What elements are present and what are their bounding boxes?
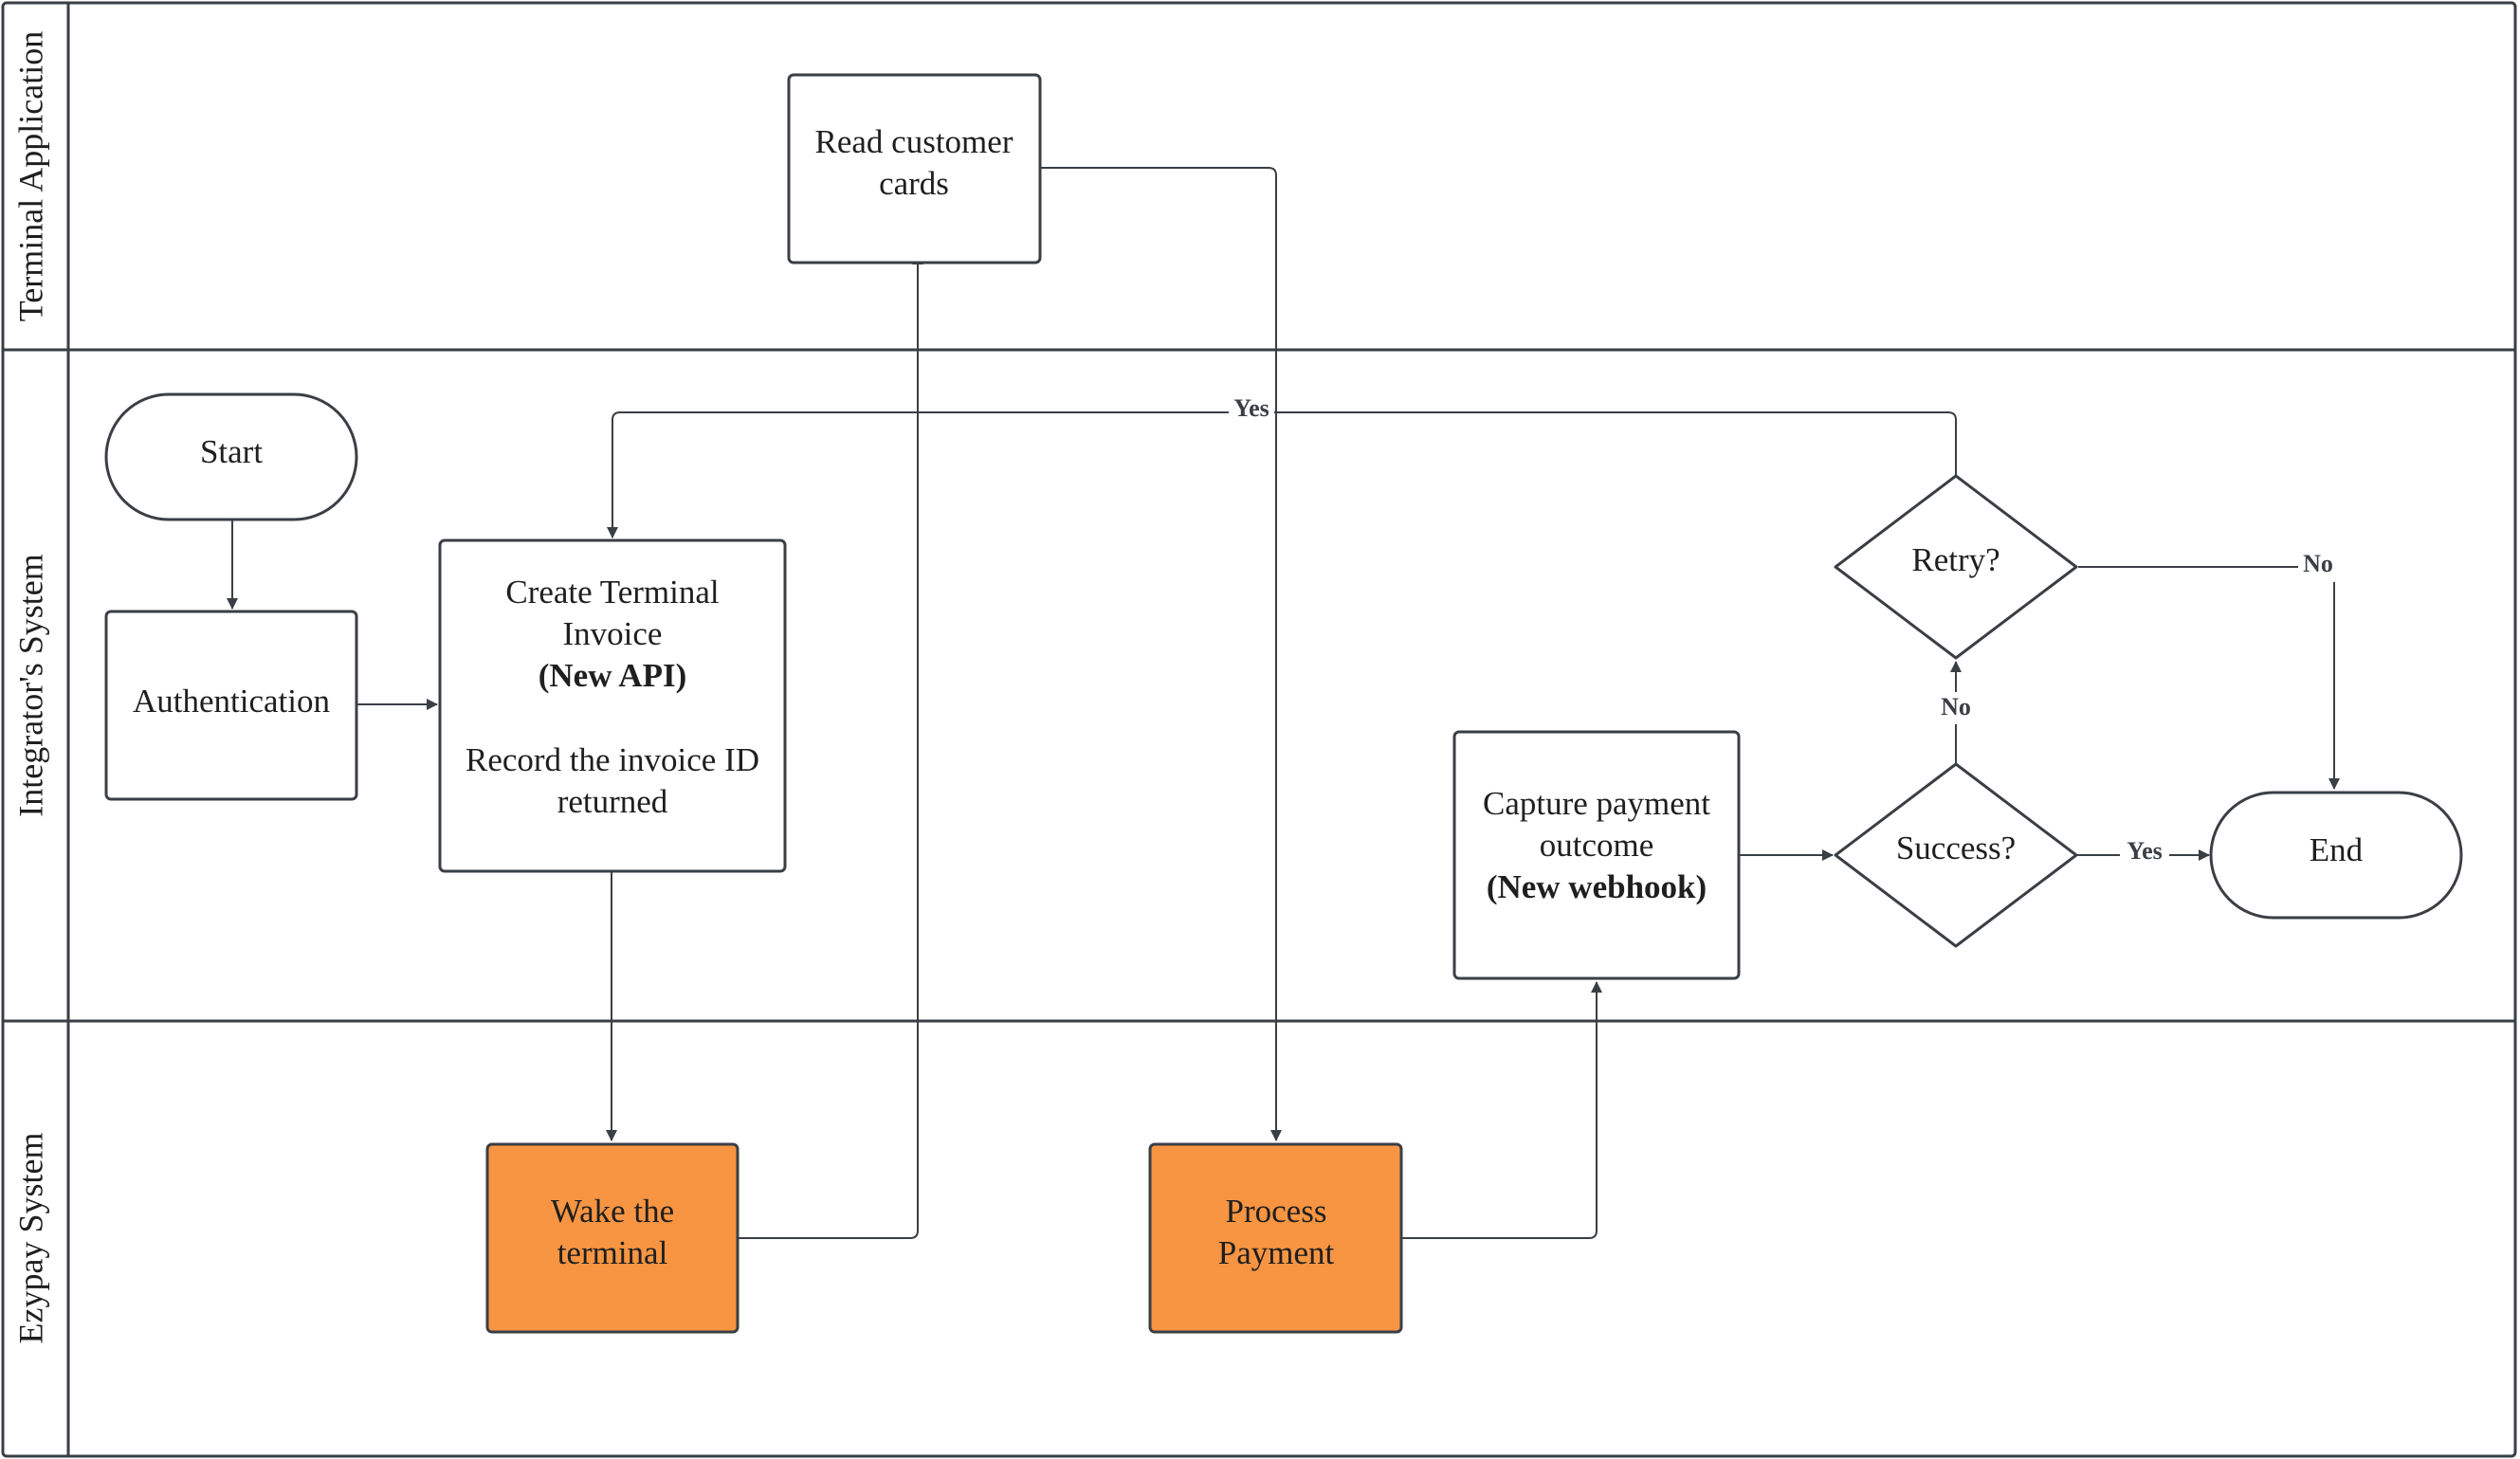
connectors xyxy=(227,167,2340,1239)
node-label-line: Create Terminal xyxy=(505,574,720,611)
node-label-line: terminal xyxy=(557,1234,668,1271)
node-create-terminal-invoice: Create Terminal Invoice (New API) Record… xyxy=(438,538,787,873)
label-bg xyxy=(2298,550,2338,582)
edge-label-retry-yes: Yes xyxy=(1233,394,1269,422)
node-label: End xyxy=(2310,831,2364,868)
edge-retry-no-end xyxy=(2078,566,2340,790)
node-read-customer-cards: Read customer cards xyxy=(787,73,1042,264)
edge-labels: Yes No No Yes xyxy=(1229,394,2338,868)
node-label-line: Payment xyxy=(1218,1234,1335,1271)
node-retry-decision: Retry? xyxy=(1834,474,2078,660)
process-shape xyxy=(1452,730,1741,980)
lane-integrators-system: Integrator's System xyxy=(11,554,49,816)
node-label-line: Record the invoice ID xyxy=(466,741,759,778)
node-label-line: Process xyxy=(1226,1193,1327,1230)
node-label-line: outcome xyxy=(1540,827,1654,864)
edge-retry-yes-create-invoice xyxy=(607,411,1957,538)
node-authentication: Authentication xyxy=(104,610,358,801)
node-label-line: returned xyxy=(557,783,668,820)
label-bg xyxy=(1936,692,1976,724)
node-label: Success? xyxy=(1896,830,2016,866)
node-label-bold: (New API) xyxy=(539,657,687,694)
node-capture-payment-outcome: Capture payment outcome (New webhook) xyxy=(1452,730,1741,980)
lane-terminal-application: Terminal Application xyxy=(11,31,49,321)
node-end: End xyxy=(2209,791,2463,920)
node-wake-the-terminal: Wake the terminal xyxy=(485,1142,740,1334)
node-label-line: Invoice xyxy=(563,615,663,652)
process-shape xyxy=(787,73,1042,264)
label-bg xyxy=(1229,394,1274,427)
edge-label-success-no: No xyxy=(1941,693,1971,720)
node-label-line: Wake the xyxy=(551,1193,674,1230)
lane-title: Terminal Application xyxy=(11,31,49,321)
lane-ezypay-system: Ezypay System xyxy=(11,1133,49,1344)
node-label: Start xyxy=(200,433,263,470)
node-label-line: cards xyxy=(879,165,949,202)
process-shape-highlight xyxy=(485,1142,740,1334)
process-shape-highlight xyxy=(1148,1142,1403,1334)
node-label: Retry? xyxy=(1911,541,2000,578)
node-start: Start xyxy=(104,392,358,521)
node-label-line: Capture payment xyxy=(1483,785,1710,822)
node-label-line: Read customer xyxy=(815,123,1013,160)
lane-title: Integrator's System xyxy=(11,554,49,816)
node-process-payment: Process Payment xyxy=(1148,1142,1403,1334)
edge-read-cards-process-payment xyxy=(1040,167,1282,1141)
node-label: Authentication xyxy=(133,683,330,720)
edge-wake-read-cards xyxy=(739,253,923,1239)
decision-shape xyxy=(1834,474,2078,660)
terminator-shape xyxy=(104,392,358,521)
lane-title: Ezypay System xyxy=(11,1133,49,1344)
edge-process-payment-capture xyxy=(1401,981,1602,1239)
node-label-bold: (New webhook) xyxy=(1487,868,1707,905)
edge-label-retry-no: No xyxy=(2303,550,2333,577)
edge-label-success-yes: Yes xyxy=(2127,837,2163,865)
process-shape xyxy=(104,610,358,801)
decision-shape xyxy=(1834,762,2078,948)
label-bg xyxy=(2120,836,2169,868)
process-shape xyxy=(438,538,787,873)
node-success-decision: Success? xyxy=(1834,762,2078,948)
terminator-shape xyxy=(2209,791,2463,920)
